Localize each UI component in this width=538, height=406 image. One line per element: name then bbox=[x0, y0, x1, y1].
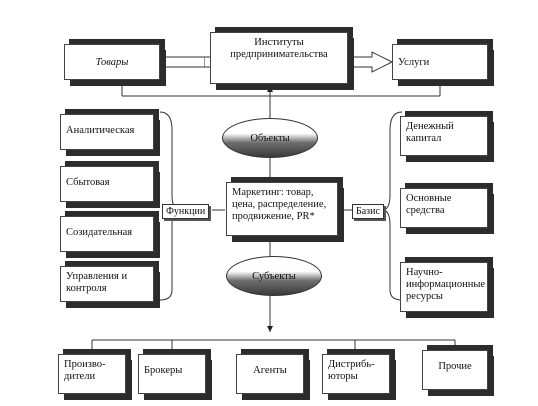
basis-item-label-2: капитал bbox=[406, 133, 442, 144]
subjects-ellipse: Субъекты bbox=[226, 256, 322, 296]
goods-box: Товары bbox=[64, 44, 160, 80]
subject-label: Брокеры bbox=[144, 365, 183, 376]
marketing-box: Маркетинг: товар, цена, распределение, п… bbox=[226, 182, 338, 236]
function-label: Аналитическая bbox=[66, 125, 135, 136]
function-label-2: контроля bbox=[66, 283, 107, 294]
basis-box-capital: Денежный капитал bbox=[400, 116, 488, 156]
subject-label: Прочие bbox=[438, 361, 472, 372]
subject-label: Агенты bbox=[253, 365, 287, 376]
basis-item-label-2: средства bbox=[406, 205, 445, 216]
basis-item-label: Денежный bbox=[406, 121, 454, 132]
basis-box-resources: Научно- информационные ресурсы bbox=[400, 262, 488, 312]
services-label: Услуги bbox=[398, 57, 430, 68]
subjects-label: Субъекты bbox=[252, 271, 296, 282]
function-label: Сбытовая bbox=[66, 177, 110, 188]
functions-label: Функции bbox=[166, 206, 206, 217]
subject-box-agents: Агенты bbox=[236, 354, 304, 394]
institutes-line1: Институты bbox=[254, 37, 304, 48]
services-box: Услуги bbox=[392, 44, 488, 80]
basis-item-label-2: информационные bbox=[406, 279, 486, 290]
subject-label-2: юторы bbox=[328, 371, 358, 382]
objects-label: Объекты bbox=[250, 133, 290, 144]
function-box-analytical: Аналитическая bbox=[60, 114, 154, 150]
function-box-sales: Сбытовая bbox=[60, 166, 154, 202]
subject-label: Дистрибь- bbox=[328, 359, 375, 370]
marketing-line2: цена, распределение, bbox=[232, 199, 327, 210]
subject-box-brokers: Брокеры bbox=[138, 354, 206, 394]
basis-item-label: Научно- bbox=[406, 267, 443, 278]
objects-ellipse: Объекты bbox=[222, 118, 318, 158]
function-box-creative: Созидательная bbox=[60, 216, 154, 252]
subject-box-producers: Произво- дители bbox=[58, 354, 126, 394]
subject-box-others: Прочие bbox=[422, 350, 488, 390]
marketing-line1: Маркетинг: товар, bbox=[232, 187, 314, 198]
function-box-control: Управления и контроля bbox=[60, 266, 154, 302]
functions-tag: Функции bbox=[162, 204, 210, 219]
basis-item-label: Основные bbox=[406, 193, 452, 204]
function-label: Управления и bbox=[66, 271, 128, 282]
subject-label-2: дители bbox=[64, 371, 96, 382]
goods-label: Товары bbox=[95, 57, 129, 68]
subject-box-distributors: Дистрибь- юторы bbox=[322, 354, 390, 394]
function-label: Созидательная bbox=[66, 227, 133, 238]
basis-tag: Базис bbox=[352, 204, 384, 219]
basis-label: Базис bbox=[356, 206, 380, 217]
subject-label: Произво- bbox=[64, 359, 106, 370]
institutes-line2: предпринимательства bbox=[230, 49, 328, 60]
marketing-line3: продвижение, PR* bbox=[232, 211, 315, 222]
basis-box-assets: Основные средства bbox=[400, 188, 488, 228]
basis-item-label-3: ресурсы bbox=[406, 291, 443, 302]
institutes-box: Институты предпринимательства bbox=[210, 32, 348, 84]
